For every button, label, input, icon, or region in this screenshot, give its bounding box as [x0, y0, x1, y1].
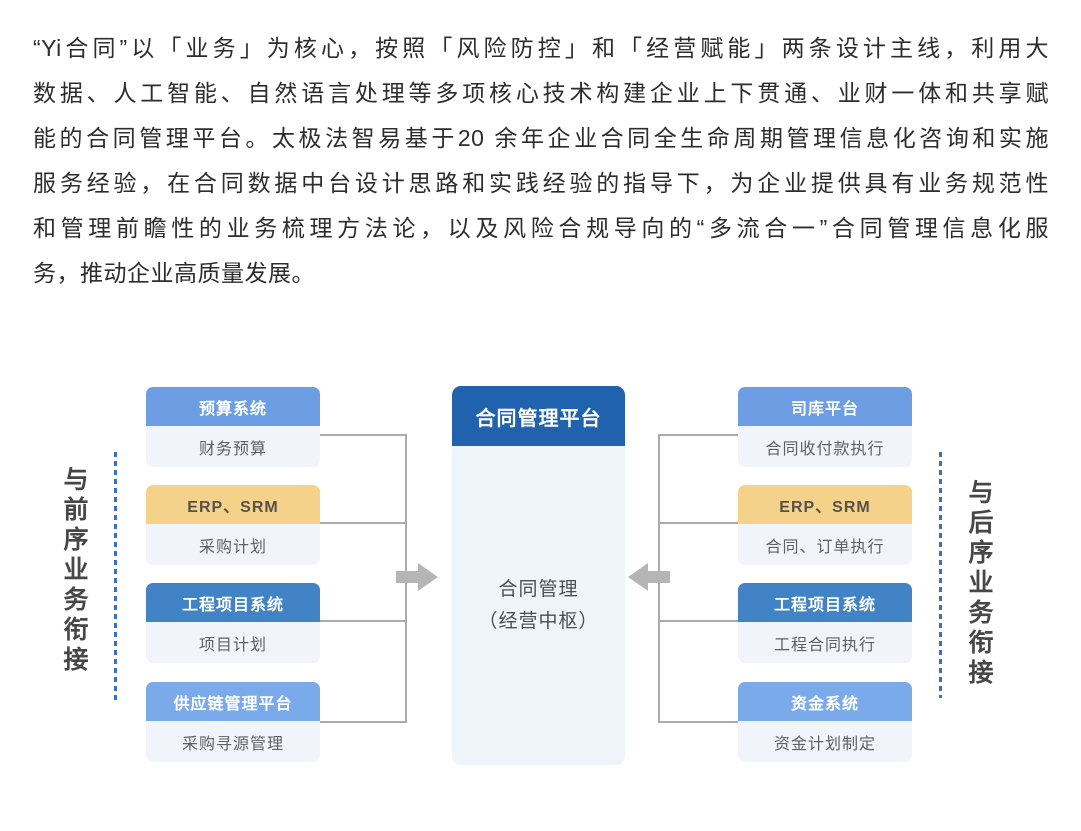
left-bracket-hline: [320, 434, 406, 436]
intro-paragraph: “Yi合同”以「业务」为核心，按照「风险防控」和「经营赋能」两条设计主线，利用大…: [33, 26, 1049, 296]
intro-line: “Yi合同”以「业务」为核心，按照「风险防控」和「经营赋能」两条设计主线，利用大: [33, 35, 1049, 61]
card-subtitle: 合同、订单执行: [738, 524, 912, 565]
center-card-title: 合同管理平台: [452, 386, 625, 446]
card-subtitle: 工程合同执行: [738, 622, 912, 663]
right-bracket-hline: [659, 721, 738, 723]
card-title: ERP、SRM: [146, 485, 320, 524]
card-contract-platform: 合同管理平台 合同管理 （经营中枢）: [452, 386, 625, 765]
intro-line: 能的合同管理平台。太极法智易基于20 余年企业合同全生命周期管理信息化咨询和实施: [33, 125, 1049, 151]
card-subtitle: 合同收付款执行: [738, 426, 912, 467]
card-subtitle: 采购寻源管理: [146, 721, 320, 762]
left-arrow-icon: [628, 563, 670, 591]
right-bracket-hline: [659, 620, 738, 622]
left-dotted-divider: [114, 452, 117, 702]
card-project-system-right: 工程项目系统 工程合同执行: [738, 583, 912, 663]
card-subtitle: 财务预算: [146, 426, 320, 467]
intro-line: 和管理前瞻性的业务梳理方法论，以及风险合规导向的“多流合一”合同管理信息化服: [33, 215, 1049, 241]
card-supply-chain-platform: 供应链管理平台 采购寻源管理: [146, 682, 320, 762]
left-bracket-hline: [320, 522, 406, 524]
left-bracket-hline: [320, 620, 406, 622]
right-bracket-hline: [659, 434, 738, 436]
card-title: 资金系统: [738, 682, 912, 721]
left-bracket-hline: [320, 721, 406, 723]
card-title: 供应链管理平台: [146, 682, 320, 721]
card-erp-srm-right: ERP、SRM 合同、订单执行: [738, 485, 912, 565]
card-treasury-platform: 司库平台 合同收付款执行: [738, 387, 912, 467]
right-arrow-icon: [396, 563, 438, 591]
intro-line: 服务经验，在合同数据中台设计思路和实践经验的指导下，为企业提供具有业务规范性: [33, 170, 1049, 196]
right-dotted-divider: [939, 452, 942, 698]
center-card-line1: 合同管理: [498, 578, 579, 600]
right-sequence-label: 与后序业务衔接: [965, 479, 993, 689]
card-subtitle: 资金计划制定: [738, 721, 912, 762]
card-title: ERP、SRM: [738, 485, 912, 524]
center-card-body: 合同管理 （经营中枢）: [452, 446, 625, 765]
card-budget-system: 预算系统 财务预算: [146, 387, 320, 467]
card-funds-system: 资金系统 资金计划制定: [738, 682, 912, 762]
card-title: 预算系统: [146, 387, 320, 426]
card-subtitle: 采购计划: [146, 524, 320, 565]
card-title: 工程项目系统: [146, 583, 320, 622]
intro-line: 数据、人工智能、自然语言处理等多项核心技术构建企业上下贯通、业财一体和共享赋: [33, 80, 1049, 106]
center-card-line2: （经营中枢）: [478, 610, 599, 632]
card-title: 司库平台: [738, 387, 912, 426]
left-sequence-label: 与前序业务衔接: [60, 466, 88, 676]
intro-line: 务，推动企业高质量发展。: [33, 260, 315, 286]
card-title: 工程项目系统: [738, 583, 912, 622]
card-subtitle: 项目计划: [146, 622, 320, 663]
card-erp-srm-left: ERP、SRM 采购计划: [146, 485, 320, 565]
right-bracket-hline: [659, 522, 738, 524]
card-project-system-left: 工程项目系统 项目计划: [146, 583, 320, 663]
